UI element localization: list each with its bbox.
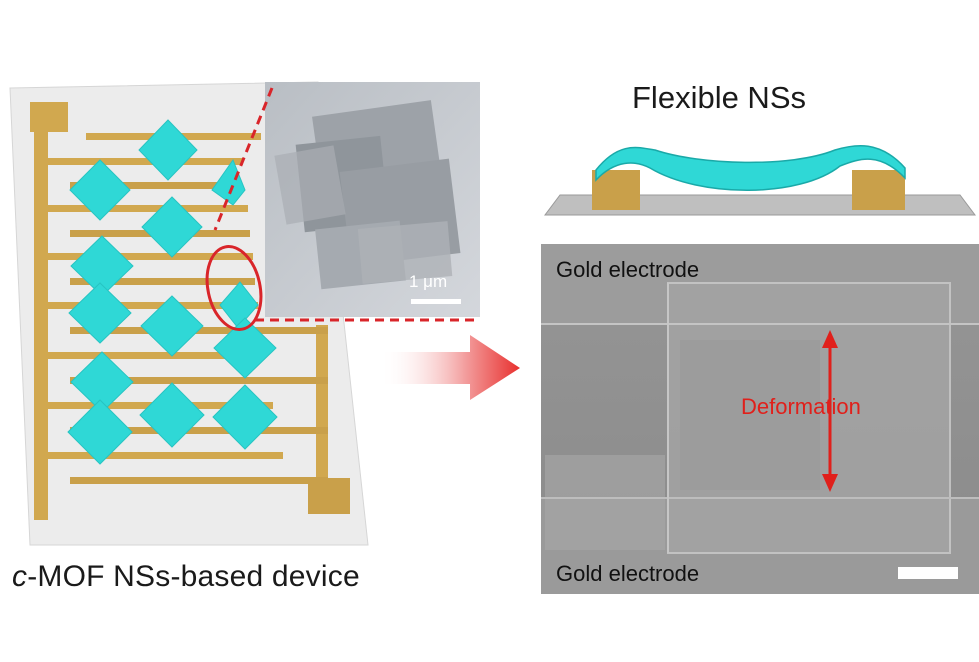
nanosheet	[68, 282, 132, 344]
deformation-arrow-up	[822, 330, 838, 348]
flexible-ns-schematic	[544, 144, 976, 216]
tem-inset	[213, 82, 480, 322]
schematic-nanosheet	[595, 144, 906, 191]
gold-bus-left	[34, 125, 48, 520]
deformation-label: Deformation	[741, 394, 861, 419]
gold-bus-right	[316, 325, 328, 495]
nanosheets	[67, 119, 278, 465]
flexible-ns-title: Flexible NSs	[632, 80, 806, 115]
sem-scale-bar	[898, 567, 958, 579]
gold-electrode-top-label: Gold electrode	[556, 257, 700, 282]
nanosheet	[211, 158, 246, 206]
nanosheet	[141, 196, 203, 258]
nanosheet	[212, 384, 278, 450]
transition-arrow	[380, 335, 520, 400]
gold-electrode-bottom-label: Gold electrode	[556, 561, 700, 586]
inset-scale-label: 1 μm	[409, 272, 448, 291]
device-caption: c-MOF NSs-based device	[12, 560, 360, 594]
nanosheet	[139, 382, 205, 448]
device-caption-prefix: c	[12, 560, 28, 593]
nanosheet	[138, 119, 198, 181]
nanosheet	[140, 295, 204, 357]
schematic-gold-right	[852, 170, 905, 210]
zoom-line-top	[213, 87, 274, 231]
nanosheet	[213, 317, 277, 379]
highlight-ellipse	[205, 245, 263, 331]
nanosheet	[67, 399, 133, 465]
device-caption-rest: -MOF NSs-based device	[27, 560, 360, 593]
sem-image	[541, 244, 979, 594]
schematic-gold-left	[592, 170, 640, 210]
nanosheet	[69, 159, 131, 221]
deformation-arrow-down	[822, 474, 838, 492]
inset-scale-bar	[411, 299, 461, 304]
